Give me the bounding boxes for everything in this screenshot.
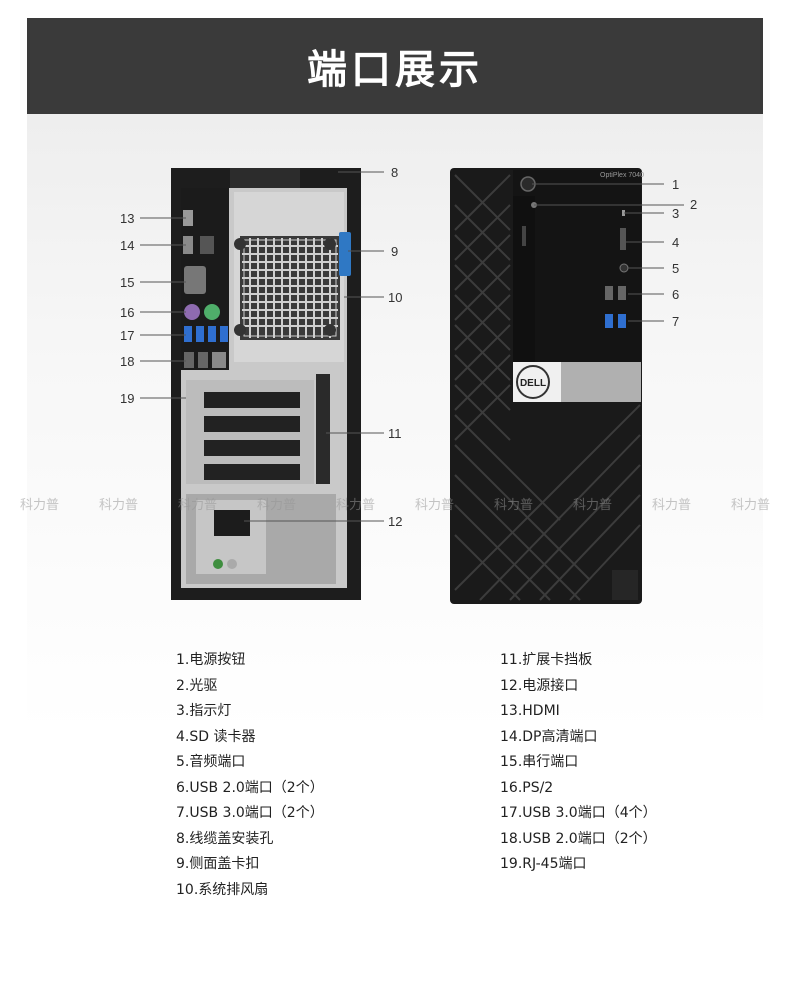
product-illustration: DELL OptiPlex 7040 13 14 15 16 17 18 — [120, 165, 697, 604]
dell-logo: DELL — [520, 378, 546, 389]
port-item: 2.光驱 — [176, 677, 218, 694]
callout-7: 7 — [672, 314, 679, 329]
callout-12: 12 — [388, 514, 402, 529]
title-banner: 端口展示 — [27, 18, 763, 114]
front-callouts: 1 2 3 4 5 6 7 — [672, 177, 697, 329]
rear-right-callouts: 8 9 10 11 12 — [388, 165, 402, 529]
port-item: 8.线缆盖安装孔 — [176, 830, 274, 847]
port-item: 15.串行端口 — [500, 754, 579, 770]
watermark-strip: 科力普 科力普 科力普 科力普 科力普 科力普 科力普 科力普 科力普 科力普 — [0, 494, 790, 516]
watermark-text: 科力普 — [651, 498, 691, 513]
callout-lines — [140, 171, 684, 522]
port-item: 7.USB 3.0端口（2个） — [176, 805, 324, 821]
port-list-left: 1.电源按钮 2.光驱 3.指示灯 4.SD 读卡器 5.音频端口 6.USB … — [176, 648, 324, 903]
port-item: 3.指示灯 — [176, 703, 232, 719]
port-item: 17.USB 3.0端口（4个） — [500, 805, 657, 821]
watermark-text: 科力普 — [572, 498, 612, 513]
port-item: 11.扩展卡挡板 — [500, 652, 593, 668]
port-item: 16.PS/2 — [500, 779, 554, 796]
watermark-text: 科力普 — [177, 498, 217, 513]
callout-18: 18 — [120, 354, 134, 369]
port-item: 12.电源接口 — [500, 677, 579, 694]
watermark-text: 科力普 — [98, 498, 138, 513]
port-item: 19.RJ-45端口 — [500, 856, 587, 872]
callout-9: 9 — [391, 244, 398, 259]
port-item: 1.电源按钮 — [176, 652, 246, 668]
callout-13: 13 — [120, 211, 134, 226]
watermark-text: 科力普 — [493, 498, 533, 513]
callout-16: 16 — [120, 305, 134, 320]
watermark-text: 科力普 — [730, 498, 770, 513]
port-list-right: 11.扩展卡挡板 12.电源接口 13.HDMI 14.DP高清端口 15.串行… — [500, 648, 657, 878]
front-view-chassis: DELL OptiPlex 7040 — [450, 168, 644, 604]
callout-1: 1 — [672, 177, 679, 192]
callout-17: 17 — [120, 328, 134, 343]
port-item: 13.HDMI — [500, 703, 560, 719]
callout-4: 4 — [672, 235, 679, 250]
port-item: 4.SD 读卡器 — [176, 728, 256, 745]
callout-11: 11 — [388, 426, 402, 441]
callout-15: 15 — [120, 275, 134, 290]
rear-left-callouts: 13 14 15 16 17 18 19 — [120, 211, 134, 406]
watermark-text: 科力普 — [414, 498, 454, 513]
page-title: 端口展示 — [307, 47, 483, 93]
port-item: 14.DP高清端口 — [500, 728, 598, 745]
port-item: 10.系统排风扇 — [176, 881, 269, 898]
callout-5: 5 — [672, 261, 679, 276]
callout-10: 10 — [388, 290, 402, 305]
callout-2: 2 — [690, 197, 697, 212]
callout-19: 19 — [120, 391, 134, 406]
callout-6: 6 — [672, 287, 679, 302]
callout-14: 14 — [120, 238, 134, 253]
callout-8: 8 — [391, 165, 398, 180]
watermark-text: 科力普 — [19, 498, 59, 513]
port-item: 6.USB 2.0端口（2个） — [176, 779, 324, 796]
watermark-text: 科力普 — [256, 498, 296, 513]
port-item: 9.侧面盖卡扣 — [176, 856, 260, 872]
model-label: OptiPlex 7040 — [600, 172, 644, 179]
callout-3: 3 — [672, 206, 679, 221]
watermark-text: 科力普 — [335, 498, 375, 513]
port-item: 5.音频端口 — [176, 754, 246, 770]
port-item: 18.USB 2.0端口（2个） — [500, 830, 657, 847]
rear-view-chassis — [171, 168, 361, 600]
